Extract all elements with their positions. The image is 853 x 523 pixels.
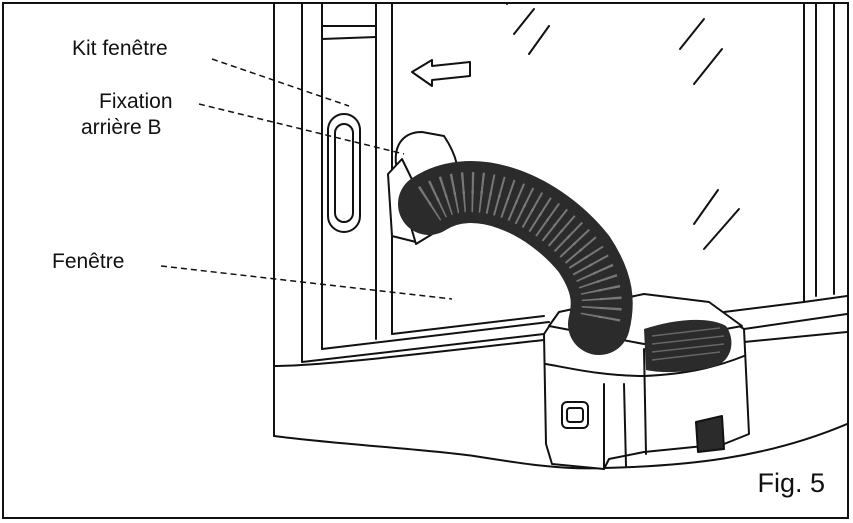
label-fixation-line1: Fixation — [99, 90, 173, 113]
reflection — [693, 189, 740, 250]
unit-handle — [561, 401, 589, 429]
unit-handle-inner — [566, 407, 584, 423]
unit-side-edge — [643, 348, 647, 455]
sill-right-1 — [743, 313, 847, 330]
kit-panel-slot — [327, 113, 361, 233]
sill-line-1 — [301, 333, 545, 363]
reflection — [506, 4, 550, 55]
unit-front-edge-2 — [623, 383, 627, 467]
floor-edge — [273, 423, 847, 470]
sill-line-3 — [391, 315, 545, 335]
kit-panel-top-2 — [321, 36, 377, 40]
label-fixation-line2: arrière B — [81, 116, 162, 139]
reflection — [679, 18, 723, 85]
leader-kit-fenetre — [211, 58, 350, 107]
exhaust-hose — [398, 161, 633, 355]
slide-arrow — [411, 59, 471, 87]
figure-number: Fig. 5 — [757, 468, 825, 498]
sill-line-4 — [273, 339, 545, 367]
unit-grille — [644, 319, 732, 373]
kit-panel-slot-inner — [334, 123, 354, 223]
unit-foot — [695, 415, 725, 453]
sill-line-2 — [321, 321, 550, 350]
label-fenetre: Fenêtre — [52, 250, 125, 273]
window-kit-illustration — [160, 4, 847, 470]
unit-lower-line — [545, 355, 745, 377]
label-kit-fenetre: Kit fenêtre — [72, 37, 168, 60]
sill-right-3 — [743, 331, 847, 343]
leader-fenetre — [160, 265, 453, 300]
leader-fixation — [198, 103, 405, 155]
sill-right-2 — [723, 295, 847, 313]
